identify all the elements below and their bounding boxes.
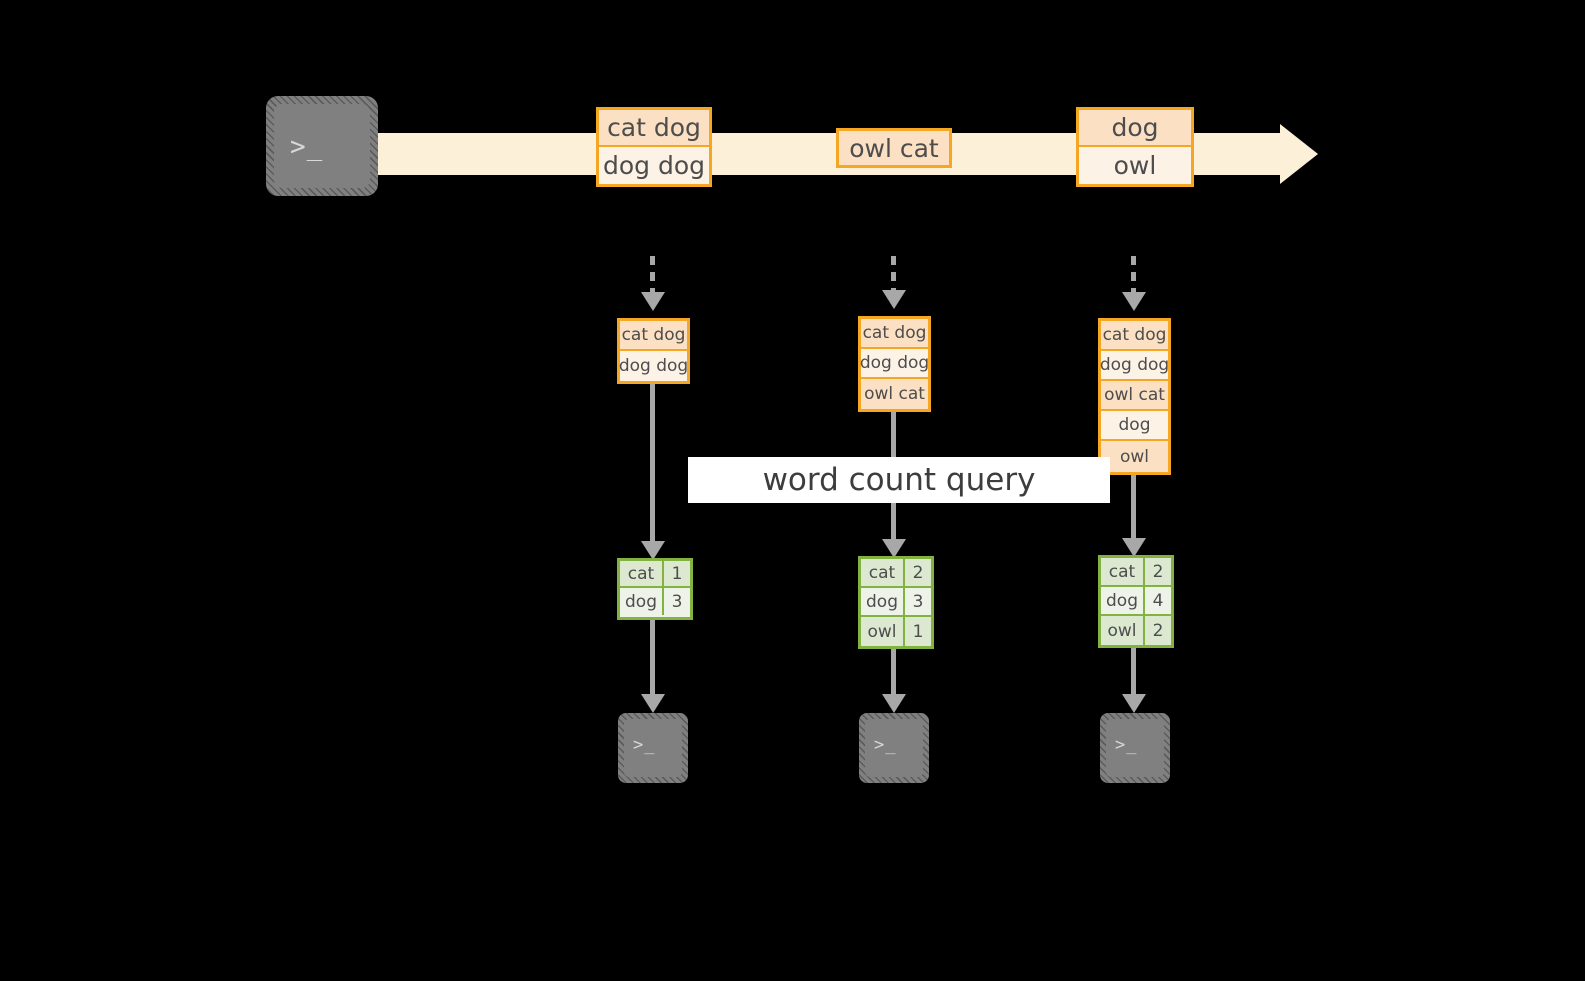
result-word: cat: [620, 561, 664, 586]
col3-result-table: cat 2 dog 4 owl 2: [1098, 555, 1174, 648]
result-word: cat: [861, 559, 905, 586]
table-row: dog 3: [861, 588, 931, 617]
table-row: owl 2: [1101, 616, 1171, 645]
col2-sink-arrow-line: [891, 649, 896, 699]
col3-sink-arrow-line: [1131, 648, 1136, 699]
table-row: cat 1: [620, 561, 690, 588]
col2-sink-arrow-icon: [882, 694, 906, 713]
result-count: 3: [905, 588, 931, 615]
col2-sink-terminal-icon: >_: [859, 713, 929, 783]
result-word: dog: [620, 588, 664, 615]
query-banner: word count query: [688, 457, 1110, 503]
dashed-down-arrowhead-icon: [641, 292, 665, 311]
stream-batch-3: dog owl: [1076, 107, 1194, 187]
table-row: cat 2: [861, 559, 931, 588]
terminal-screen: [274, 104, 370, 188]
table-row: cat 2: [1101, 558, 1171, 587]
terminal-prompt-glyph: >_: [874, 735, 897, 755]
table-row: dog dog: [860, 349, 929, 379]
stream-arrow-icon: [1280, 124, 1318, 184]
col3-input-table: cat dog dog dog owl cat dog owl: [1098, 318, 1171, 475]
table-row: dog: [1101, 411, 1168, 441]
result-word: owl: [1101, 616, 1145, 645]
col1-result-table: cat 1 dog 3: [617, 558, 693, 620]
col3-arrow-line: [1131, 475, 1136, 543]
terminal-prompt-glyph: >_: [290, 132, 324, 162]
stream-batch-line: cat dog: [599, 110, 709, 147]
table-row: dog 4: [1101, 587, 1171, 616]
table-row: dog dog: [619, 351, 688, 381]
terminal-prompt-glyph: >_: [633, 735, 656, 755]
stream-batch-line: dog: [1079, 110, 1191, 147]
stream-batch-1: cat dog dog dog: [596, 107, 712, 187]
stream-batch-line: dog dog: [599, 147, 709, 184]
table-row: dog dog: [1100, 351, 1169, 381]
stream-batch-2: owl cat: [836, 128, 952, 168]
dashed-down-arrowhead-icon: [882, 290, 906, 309]
result-count: 1: [664, 561, 690, 586]
terminal-prompt-glyph: >_: [1115, 735, 1138, 755]
col3-sink-terminal-icon: >_: [1100, 713, 1170, 783]
stream-batch-line: owl cat: [839, 131, 949, 165]
terminal-screen: [865, 719, 923, 777]
terminal-screen: [624, 719, 682, 777]
result-word: owl: [861, 617, 905, 646]
stream-batch-line: owl: [1079, 147, 1191, 184]
col1-arrow-line: [650, 384, 655, 546]
dashed-down-arrowhead-icon: [1122, 292, 1146, 311]
table-row: owl 1: [861, 617, 931, 646]
result-count: 2: [1145, 558, 1171, 585]
dashed-down-arrow-icon: [650, 256, 655, 296]
result-word: dog: [861, 588, 905, 615]
table-row: owl: [1101, 441, 1168, 472]
col2-result-table: cat 2 dog 3 owl 1: [858, 556, 934, 649]
col1-sink-arrow-icon: [641, 694, 665, 713]
col2-input-table: cat dog dog dog owl cat: [858, 316, 931, 412]
col3-down-arrow-icon: [1122, 538, 1146, 557]
table-row: cat dog: [1101, 321, 1168, 351]
dashed-down-arrow-icon: [1131, 256, 1136, 296]
table-row: cat dog: [861, 319, 928, 349]
table-row: owl cat: [861, 379, 928, 409]
source-terminal-icon: >_: [266, 96, 378, 196]
table-row: cat dog: [620, 321, 687, 351]
col1-down-arrow-icon: [641, 541, 665, 560]
query-banner-label: word count query: [762, 462, 1036, 498]
table-row: dog 3: [620, 588, 690, 615]
result-count: 2: [905, 559, 931, 586]
result-word: cat: [1101, 558, 1145, 585]
result-word: dog: [1101, 587, 1145, 614]
dashed-down-arrow-icon: [891, 256, 896, 294]
col3-sink-arrow-icon: [1122, 694, 1146, 713]
col1-input-table: cat dog dog dog: [617, 318, 690, 384]
col1-sink-arrow-line: [650, 620, 655, 698]
col2-down-arrow-icon: [882, 539, 906, 558]
col1-sink-terminal-icon: >_: [618, 713, 688, 783]
terminal-screen: [1106, 719, 1164, 777]
result-count: 3: [664, 588, 690, 615]
table-row: owl cat: [1101, 381, 1168, 411]
result-count: 4: [1145, 587, 1171, 614]
result-count: 2: [1145, 616, 1171, 645]
result-count: 1: [905, 617, 931, 646]
